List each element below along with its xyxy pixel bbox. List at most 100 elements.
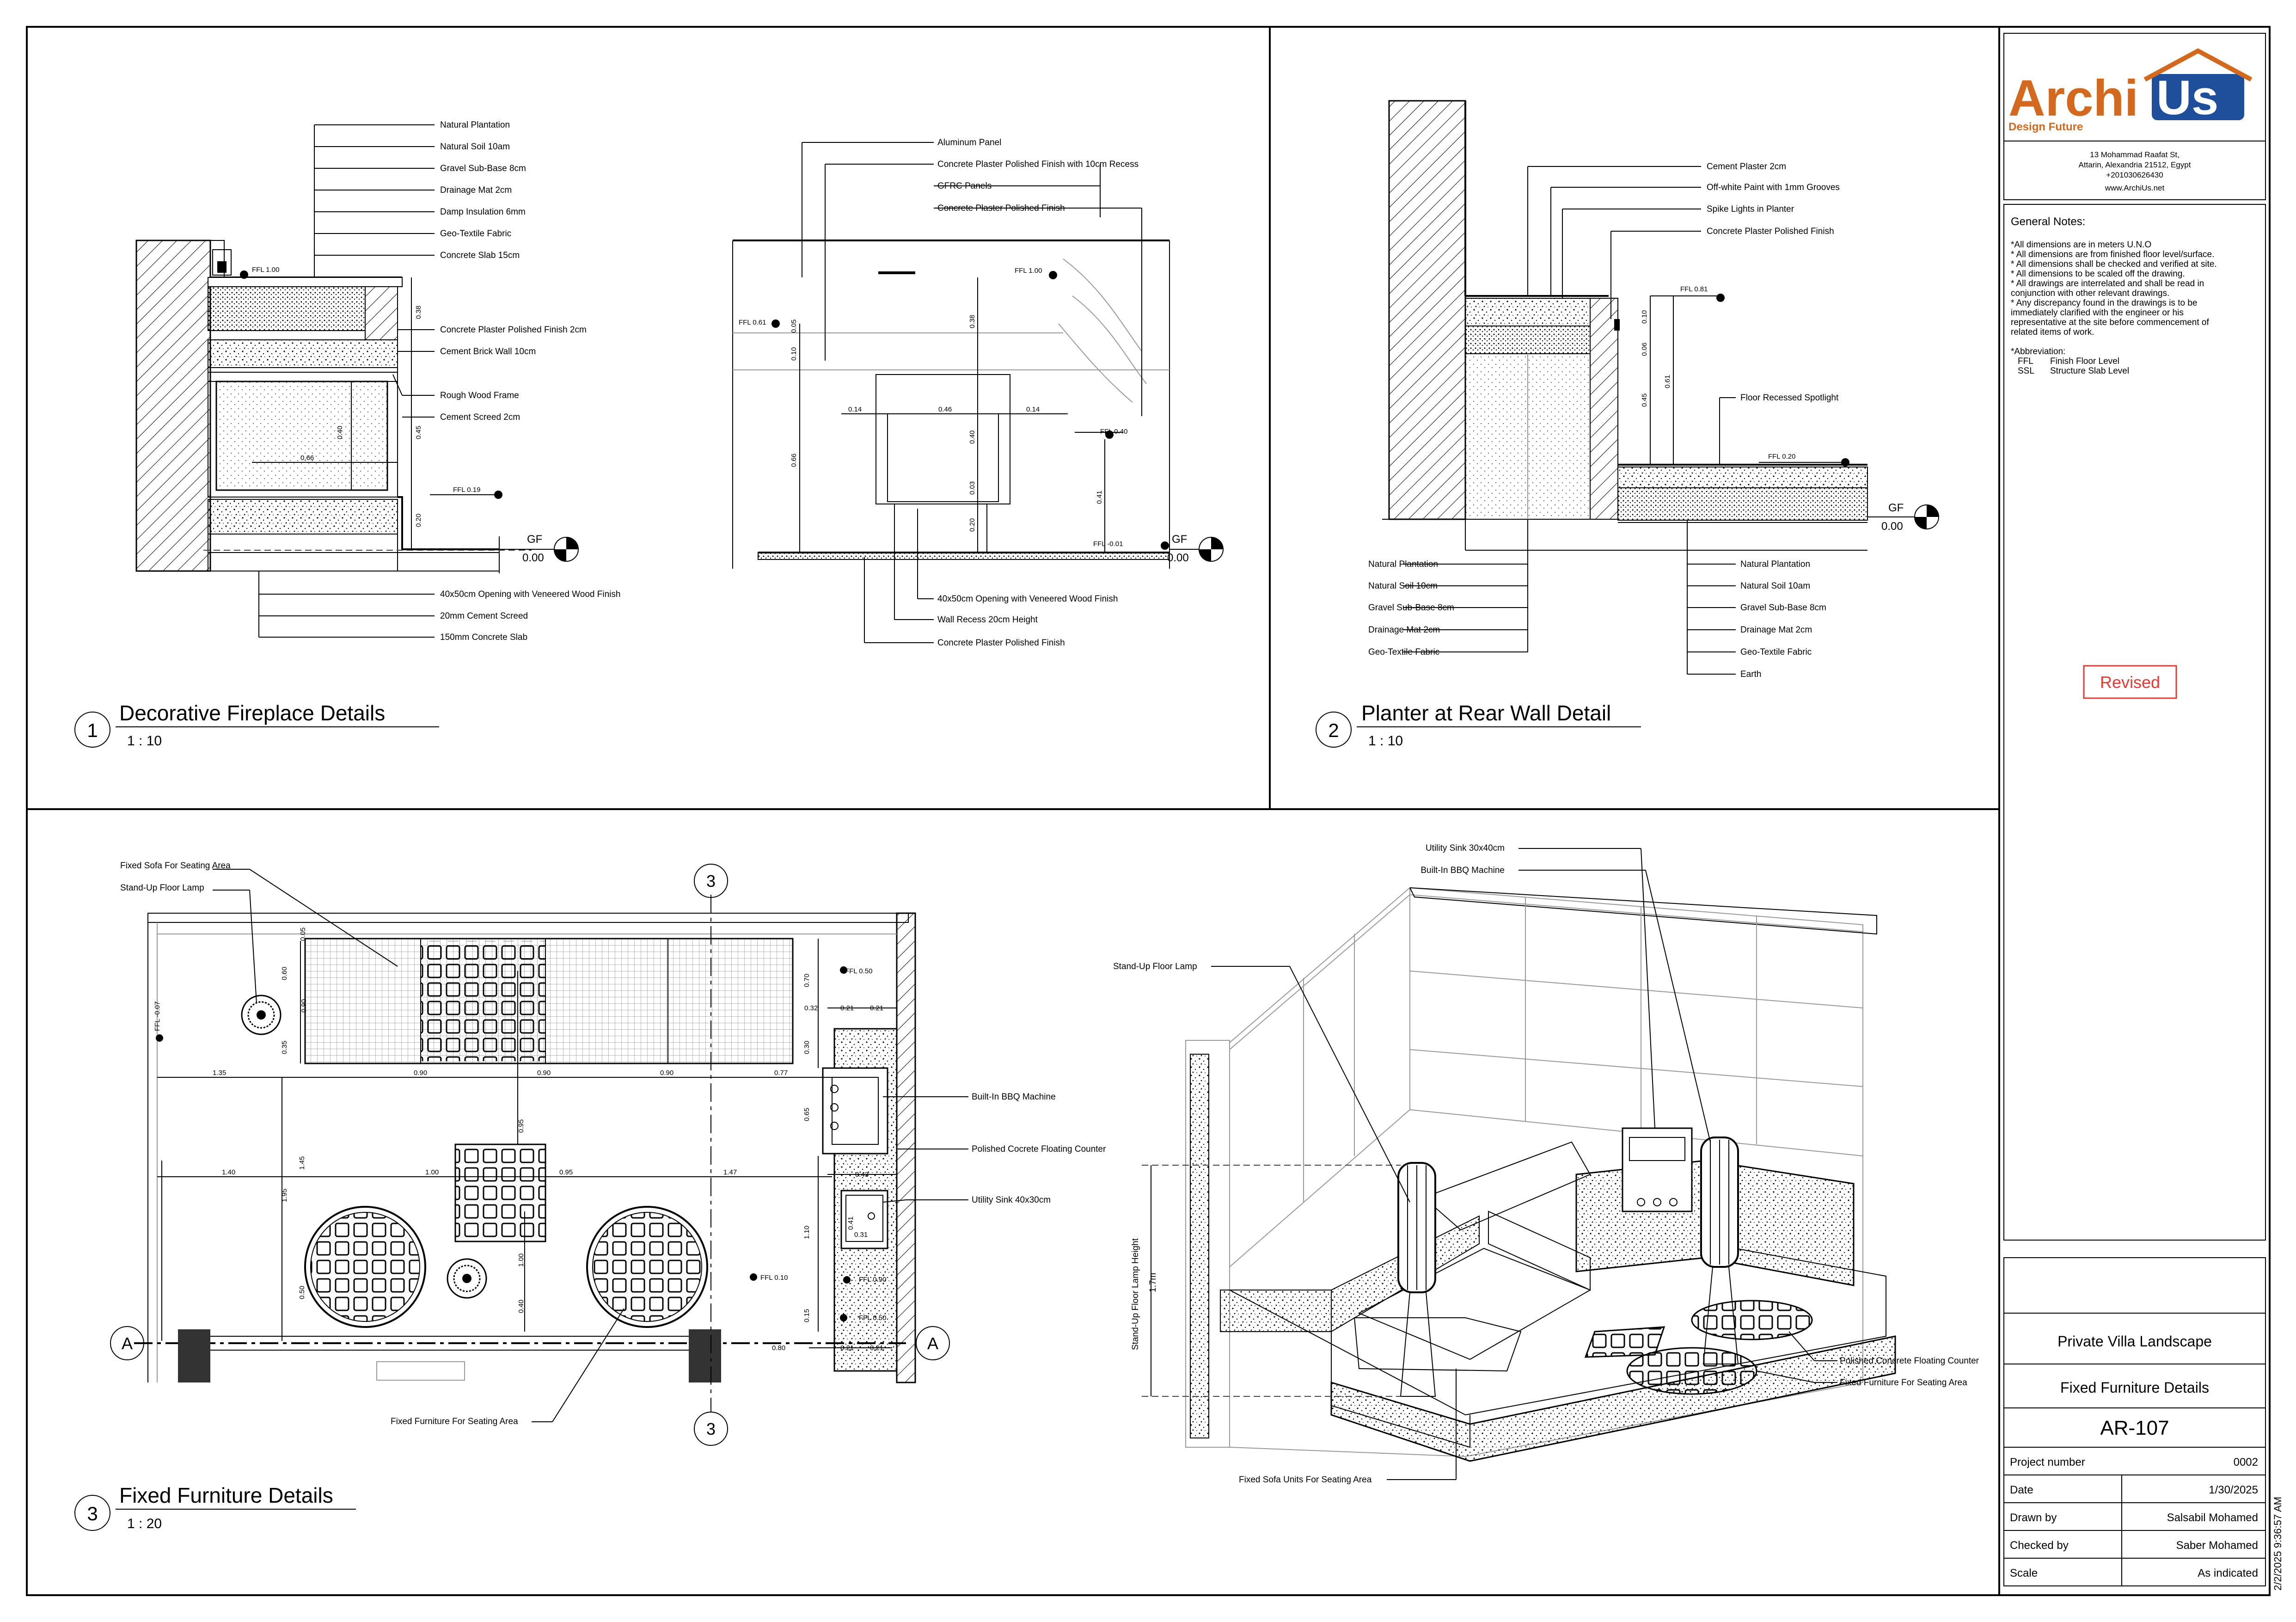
callout-label: Utility Sink 40x30cm: [972, 1195, 1051, 1205]
dim-label: 0.45: [415, 426, 422, 439]
timestamp: 2/2/2025 9:36:57 AM: [2272, 1497, 2284, 1591]
callout-label: Gravel Sub-Base 8cm: [440, 164, 526, 173]
note-line: * All dimensions to be scaled off the dr…: [2011, 269, 2185, 279]
callout-label: Geo-Textile Fabric: [440, 229, 511, 239]
dim-label: 0.41: [1096, 491, 1103, 504]
callout-label: Stand-Up Floor Lamp: [1113, 962, 1197, 971]
ffl-label: FFL 0.90: [859, 1276, 886, 1284]
callout-label: Cement Brick Wall 10cm: [440, 347, 536, 356]
dim-label: 0.21: [840, 1344, 854, 1352]
dim-label: 0.05: [790, 319, 798, 333]
ffl-label: FFL -0.07: [153, 1001, 161, 1031]
fireplace-elevation-labels: Aluminum Panel Concrete Plaster Polished…: [739, 138, 1189, 648]
company-logo: Archi Us Design Future: [2008, 48, 2253, 133]
tb-value: As indicated: [2198, 1567, 2258, 1579]
gf-value: 0.00: [522, 552, 544, 564]
dim-label: 1.00: [517, 1253, 525, 1267]
dim-label: 0.14: [848, 406, 862, 413]
callout-label: Concrete Slab 15cm: [440, 251, 520, 260]
floor-lamp-icon: [1700, 1137, 1739, 1364]
dim-label: 0.35: [281, 1041, 288, 1054]
callout-label: Floor Recessed Spotlight: [1740, 393, 1839, 403]
callout-label: Concrete Plaster Polished Finish 2cm: [440, 325, 587, 335]
dim-label: 0.38: [968, 315, 976, 328]
grid-bubble-label: 3: [706, 872, 716, 891]
view-number: 3: [87, 1503, 98, 1524]
level-marker-icon: [1199, 537, 1224, 562]
sheet-name: Fixed Furniture Details: [2060, 1379, 2209, 1396]
callout-label: Aluminum Panel: [937, 138, 1001, 147]
ffl-label: FFL 0.81: [1680, 285, 1708, 293]
logo-roof-icon: [2143, 48, 2253, 82]
dim-label: 0.21: [870, 1344, 883, 1352]
callout-label: Rough Wood Frame: [440, 391, 519, 400]
note-line: * Any discrepancy found in the drawings …: [2011, 298, 2197, 308]
callout-label: Natural Plantation: [1368, 559, 1438, 569]
tb-value: Salsabil Mohamed: [2167, 1511, 2258, 1524]
callout-label: Concrete Plaster Polished Finish: [937, 203, 1065, 213]
callout-label: Natural Soil 10am: [1740, 581, 1810, 591]
notes-heading: General Notes:: [2011, 215, 2085, 228]
dim-label: 0.90: [300, 999, 308, 1013]
abbr-code: SSL: [2018, 366, 2034, 376]
callout-label: Wall Recess 20cm Height: [937, 615, 1038, 625]
callout-label: Built-In BBQ Machine: [972, 1092, 1056, 1102]
callout-label: Concrete Plaster Polished Finish: [1707, 227, 1834, 236]
ffl-label: FFL 0.50: [845, 967, 872, 975]
dim-label: 0.43: [855, 1171, 869, 1179]
callout-label: Fixed Sofa For Seating Area: [120, 861, 231, 871]
callout-label: 40x50cm Opening with Veneered Wood Finis…: [440, 590, 620, 599]
general-notes: General Notes: *All dimensions are in me…: [2011, 215, 2217, 376]
website: www.ArchiUs.net: [2105, 184, 2165, 192]
dim-label: 0.65: [803, 1108, 811, 1121]
view-title-3: 3 Fixed Furniture Details 1 : 20: [74, 1483, 356, 1531]
abbr-code: FFL: [2018, 356, 2033, 366]
ffl-label: FFL 0.19: [453, 486, 480, 494]
note-line: *Abbreviation:: [2011, 347, 2065, 356]
dim-label: 0.95: [517, 1119, 525, 1133]
phone-number: +201030626430: [2106, 171, 2163, 179]
tb-value: 0002: [2234, 1456, 2258, 1468]
callout-label: Gravel Sub-Base 8cm: [1740, 603, 1826, 613]
dim-label: 0.95: [559, 1168, 573, 1176]
fireplace-elevation: [732, 142, 1224, 643]
dim-label: 1.00: [425, 1168, 439, 1176]
callout-label: Natural Plantation: [440, 120, 510, 130]
view-number: 2: [1328, 719, 1339, 741]
revised-text: Revised: [2100, 673, 2160, 692]
tb-label: Checked by: [2010, 1539, 2069, 1552]
isometric-view-labels: Utility Sink 30x40cm Built-In BBQ Machin…: [1113, 843, 1979, 1485]
dim-label: 0.20: [968, 518, 976, 532]
callout-label: Cement Plaster 2cm: [1707, 162, 1786, 172]
view-title: Fixed Furniture Details: [119, 1483, 333, 1507]
dim-label: 0.80: [772, 1344, 785, 1352]
dim-label: 0.40: [968, 430, 976, 444]
note-line: * All drawings are interrelated and shal…: [2011, 279, 2204, 289]
callout-label: Cement Screed 2cm: [440, 412, 520, 422]
dim-label: 0.10: [790, 347, 798, 361]
dim-label: 0.20: [415, 514, 422, 527]
gf-value: 0.00: [1881, 520, 1903, 533]
view-title: Decorative Fireplace Details: [119, 701, 385, 725]
address-line-1: 13 Mohammad Raafat St,: [2090, 150, 2180, 159]
project-name: Private Villa Landscape: [2057, 1333, 2212, 1350]
dim-label: 1.95: [281, 1189, 288, 1202]
note-line: * All dimensions shall be checked and ve…: [2011, 259, 2217, 269]
ffl-label: FFL 0.40: [1100, 428, 1127, 436]
callout-label: Utility Sink 30x40cm: [1426, 843, 1505, 853]
dim-label: 0.77: [774, 1069, 788, 1077]
gf-value: 0.00: [1167, 552, 1189, 564]
logo-box: [2152, 74, 2244, 120]
dim-label: 0.21: [870, 1004, 883, 1012]
logo-tagline: Design Future: [2008, 121, 2083, 133]
dim-label: 1.35: [213, 1069, 226, 1077]
dim-label: 0.61: [1664, 375, 1671, 388]
callout-label: Built-In BBQ Machine: [1420, 866, 1505, 875]
company-address: 13 Mohammad Raafat St, Attarin, Alexandr…: [2079, 150, 2191, 192]
callout-label: Drainage Mat 2cm: [440, 185, 512, 195]
callout-label: Drainage Mat 2cm: [1740, 625, 1812, 635]
level-marker-icon: [554, 537, 579, 562]
callout-label: Geo-Textile Fabric: [1740, 647, 1812, 657]
dim-label: 0.21: [840, 1004, 854, 1012]
